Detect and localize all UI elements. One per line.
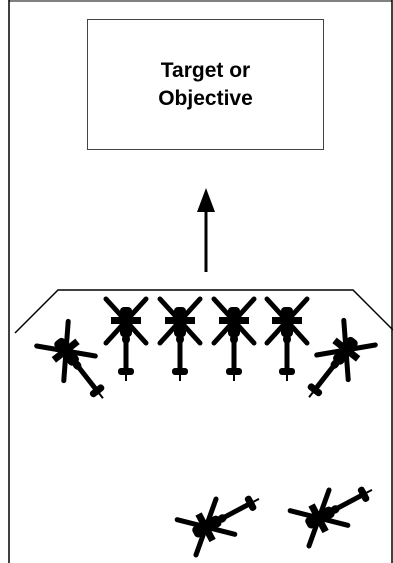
target-objective-box: Target or Objective bbox=[87, 19, 324, 150]
helicopter-icon-3 bbox=[214, 299, 254, 381]
helicopter-icon-1 bbox=[106, 299, 146, 381]
helicopter-icon-2 bbox=[160, 299, 200, 381]
helicopter-icon-rear-1 bbox=[177, 481, 268, 555]
helicopter-icon-right-flank bbox=[293, 320, 375, 409]
target-objective-label: Target or Objective bbox=[158, 58, 253, 110]
formation-boundary bbox=[14, 289, 393, 334]
helicopter-icon-4 bbox=[267, 299, 307, 381]
direction-arrow-icon bbox=[197, 188, 215, 272]
helicopter-icon-left-flank bbox=[37, 321, 119, 410]
helicopter-icon-rear-2 bbox=[290, 472, 381, 546]
